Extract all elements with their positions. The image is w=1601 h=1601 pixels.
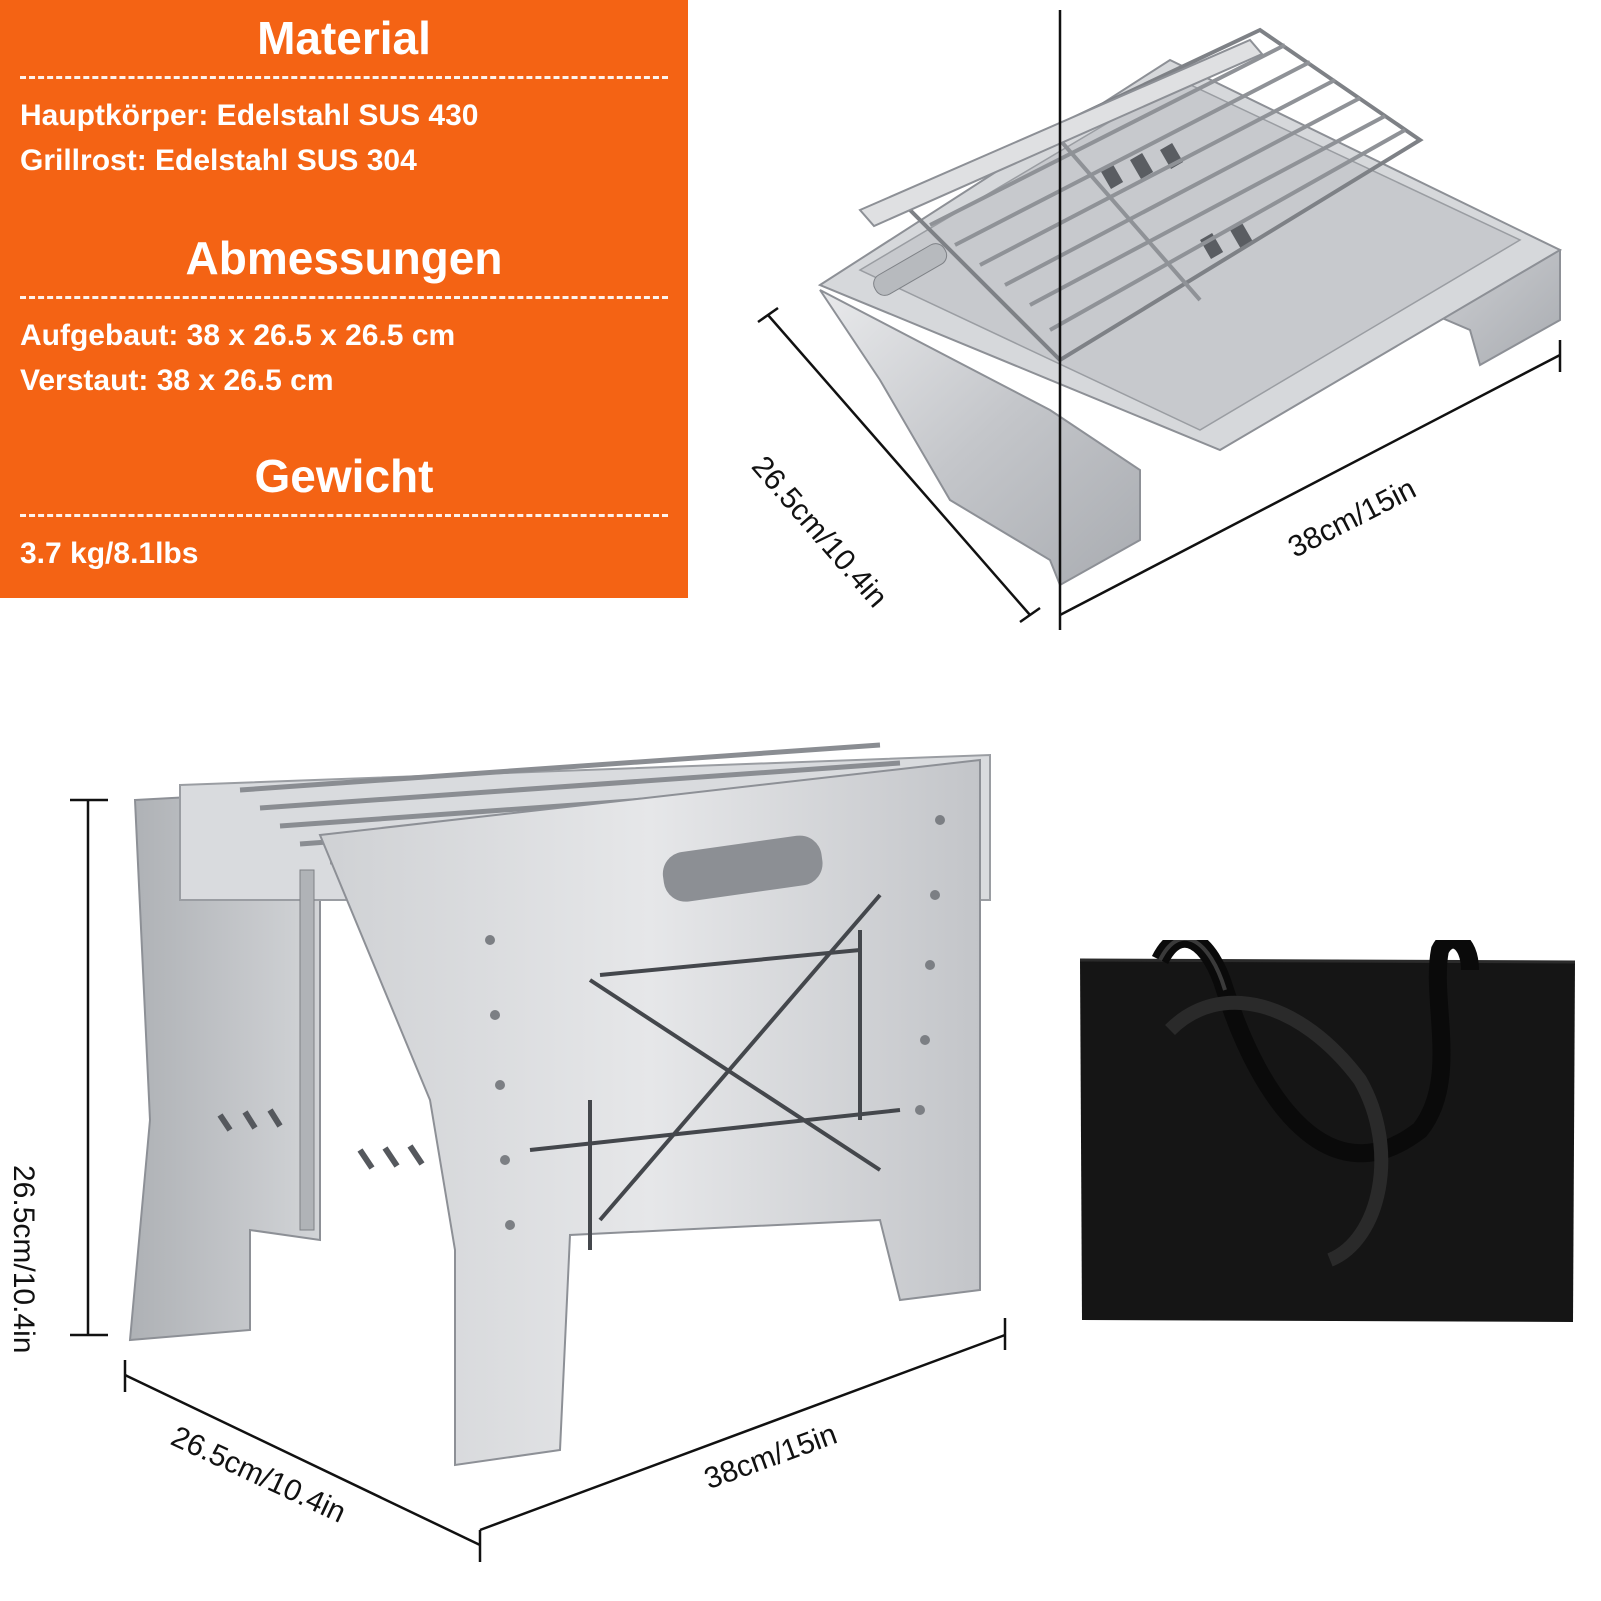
spec-line-weight: 3.7 kg/8.1lbs — [20, 537, 199, 570]
spec-line-stowed: Verstaut: 38 x 26.5 cm — [20, 364, 334, 397]
carry-bag-image — [1079, 940, 1576, 1322]
folded-grill-image — [757, 10, 1563, 630]
weight-heading: Gewicht — [254, 450, 434, 502]
weight-section: Gewicht 3.7 kg/8.1lbs — [20, 450, 668, 576]
spec-line-assembled: Aufgebaut: 38 x 26.5 x 26.5 cm — [20, 319, 456, 352]
spec-panel: Material Hauptkörper: Edelstahl SUS 430 … — [0, 0, 688, 598]
spec-line-body: Hauptkörper: Edelstahl SUS 430 — [20, 99, 479, 132]
spec-line-grate: Grillrost: Edelstahl SUS 304 — [20, 144, 417, 177]
assembled-grill-image — [70, 742, 1007, 1562]
material-heading: Material — [257, 12, 431, 64]
assembled-height-label: 26.5cm/10.4in — [7, 1165, 40, 1354]
dimensions-section: Abmessungen Aufgebaut: 38 x 26.5 x 26.5 … — [20, 232, 668, 403]
divider — [20, 76, 668, 79]
material-section: Material Hauptkörper: Edelstahl SUS 430 … — [20, 12, 668, 183]
dimensions-heading: Abmessungen — [185, 232, 503, 284]
divider — [20, 514, 668, 517]
divider — [20, 296, 668, 299]
